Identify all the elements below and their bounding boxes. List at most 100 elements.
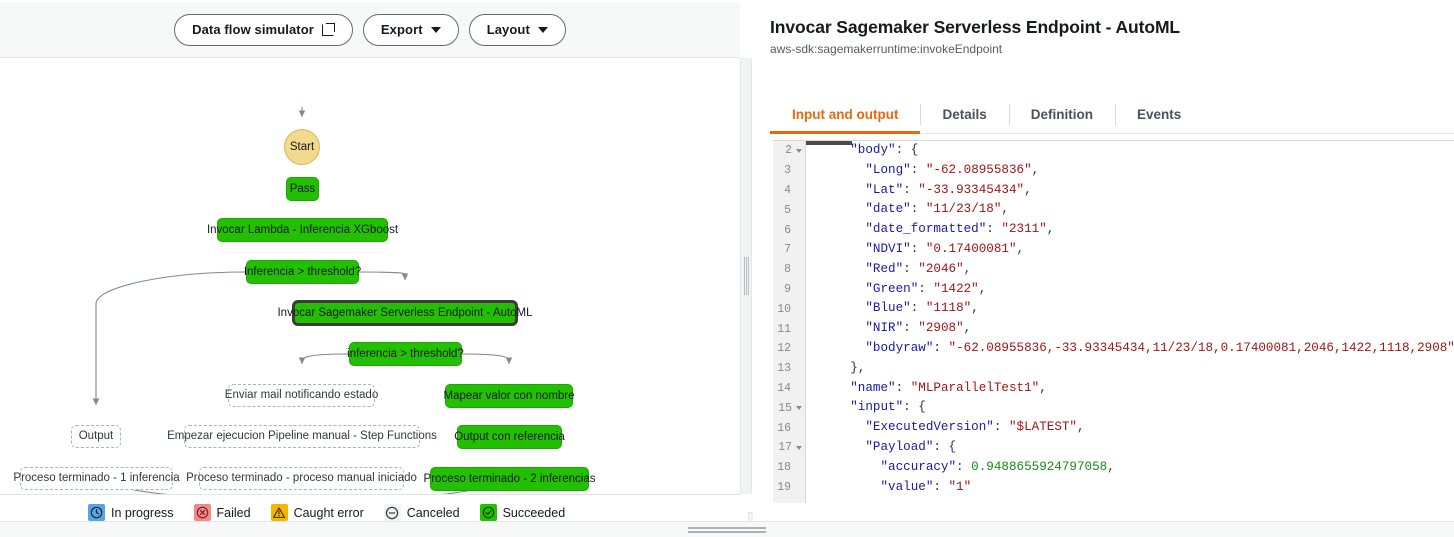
code-line-number: 15 bbox=[773, 398, 805, 418]
code-line: "NDVI": "0.17400081", bbox=[865, 241, 1025, 256]
tab-label: Events bbox=[1137, 107, 1182, 122]
check-circle-icon bbox=[479, 504, 497, 521]
code-line-number: 19 bbox=[773, 478, 805, 498]
legend-item-label: Succeeded bbox=[502, 505, 566, 520]
splitter-grip-icon bbox=[743, 257, 749, 295]
line-number: 10 bbox=[777, 302, 791, 316]
tab-input-and-output[interactable]: Input and output bbox=[770, 96, 921, 134]
code-line: "Green": "1422", bbox=[865, 281, 987, 296]
code-line-number: 8 bbox=[773, 260, 805, 280]
code-line: "date_formatted": "2311", bbox=[865, 222, 1055, 237]
chevron-down-icon bbox=[430, 26, 441, 33]
tab-label: Definition bbox=[1030, 107, 1093, 122]
graph-node-label: Mapear valor con nombre bbox=[443, 389, 575, 402]
line-number: 9 bbox=[784, 282, 791, 296]
code-line-number: 14 bbox=[773, 379, 805, 399]
line-number: 5 bbox=[784, 203, 791, 217]
legend-item-label: Caught error bbox=[293, 505, 364, 520]
code-line: "Red": "2046", bbox=[865, 261, 972, 276]
graph-node-label: Empezar ejecucion Pipeline manual - Step… bbox=[167, 430, 437, 443]
x-circle-icon bbox=[193, 504, 211, 521]
graph-node-label: Output con referencia bbox=[454, 430, 565, 443]
graph-node-label: Enviar mail notificando estado bbox=[224, 389, 379, 402]
code-fold-toggle-icon[interactable] bbox=[796, 406, 802, 411]
export-label: Export bbox=[380, 22, 423, 37]
code-line: "Lat": "-33.93345434", bbox=[865, 182, 1032, 197]
graph-node-label: Invocar Lambda - Inferencia XGboost bbox=[206, 223, 399, 236]
graph-node-outputref[interactable]: Output con referencia bbox=[454, 425, 565, 449]
graph-node-mail[interactable]: Enviar mail notificando estado bbox=[224, 384, 379, 407]
graph-node-label: Proceso terminado - 2 inferencias bbox=[423, 472, 596, 485]
graph-node-label: inferencia > threshold? bbox=[347, 347, 464, 360]
code-line-number: 4 bbox=[773, 181, 805, 201]
code-line-number: 9 bbox=[773, 280, 805, 300]
graph-node-fin1[interactable]: Proceso terminado - 1 inferencia bbox=[13, 467, 180, 490]
graph-node-fin2[interactable]: Proceso terminado - proceso manual inici… bbox=[186, 467, 417, 490]
graph-node-inf1[interactable]: Inferencia > threshold? bbox=[243, 260, 362, 284]
graph-node-label: Start bbox=[289, 140, 315, 153]
code-line: "name": "MLParallelTest1", bbox=[850, 380, 1047, 395]
line-number: 8 bbox=[784, 263, 791, 277]
graph-node-lambda[interactable]: Invocar Lambda - Inferencia XGboost bbox=[207, 218, 398, 242]
code-line: "date": "11/23/18", bbox=[865, 202, 1009, 217]
code-line-number: 13 bbox=[773, 359, 805, 379]
line-number: 6 bbox=[784, 223, 791, 237]
graph-node-pass[interactable]: Pass bbox=[286, 177, 319, 201]
code-line: "input": { bbox=[850, 400, 926, 415]
graph-node-sagemaker[interactable]: Invocar Sagemaker Serverless Endpoint - … bbox=[277, 300, 533, 326]
code-line: "bodyraw": "-62.08955836,-33.93345434,11… bbox=[865, 340, 1454, 355]
export-button[interactable]: Export bbox=[362, 13, 459, 46]
chevron-down-icon bbox=[537, 26, 548, 33]
tab-definition[interactable]: Definition bbox=[1008, 96, 1115, 133]
code-line-number: 11 bbox=[773, 319, 805, 339]
line-number: 12 bbox=[777, 342, 791, 356]
workflow-graph-pane: Data flow simulator Export Layout bbox=[0, 13, 740, 521]
layout-button[interactable]: Layout bbox=[468, 13, 566, 46]
code-line-number: 2 bbox=[773, 141, 805, 161]
state-resource-subtitle: aws-sdk:sagemakerruntime:invokeEndpoint bbox=[770, 42, 1003, 56]
legend-item: Failed bbox=[193, 504, 251, 521]
code-line-number: 16 bbox=[773, 418, 805, 438]
code-line-number: 6 bbox=[773, 220, 805, 240]
graph-node-output[interactable]: Output bbox=[71, 425, 121, 448]
graph-node-label: Proceso terminado - 1 inferencia bbox=[13, 472, 180, 485]
code-line: "Payload": { bbox=[865, 439, 957, 454]
graph-node-start[interactable]: Start bbox=[284, 129, 320, 165]
graph-node-label: Invocar Sagemaker Serverless Endpoint - … bbox=[277, 306, 533, 319]
line-number: 14 bbox=[777, 381, 791, 395]
line-number: 7 bbox=[784, 243, 791, 257]
code-content[interactable]: "body": { "Long": "-62.08955836", "Lat":… bbox=[807, 141, 1454, 503]
graph-node-inf2[interactable]: inferencia > threshold? bbox=[347, 342, 464, 366]
code-line: "ExecutedVersion": "$LATEST", bbox=[865, 420, 1085, 435]
graph-node-pipeline[interactable]: Empezar ejecucion Pipeline manual - Step… bbox=[167, 425, 437, 448]
line-number: 4 bbox=[784, 183, 791, 197]
code-line-number: 18 bbox=[773, 458, 805, 478]
details-tabs: Input and output Details Definition Events bbox=[770, 96, 1454, 134]
code-line: "NIR": "2908", bbox=[865, 321, 972, 336]
code-line: "Blue": "1118", bbox=[865, 301, 979, 316]
tab-details[interactable]: Details bbox=[920, 96, 1008, 133]
legend-item-label: In progress bbox=[111, 505, 174, 520]
code-line: "body": { bbox=[850, 143, 919, 157]
graph-node-fin3[interactable]: Proceso terminado - 2 inferencias bbox=[424, 467, 595, 491]
code-scroll-marker bbox=[806, 141, 852, 145]
code-line-number: 7 bbox=[773, 240, 805, 260]
graph-node-mapear[interactable]: Mapear valor con nombre bbox=[443, 384, 575, 408]
vertical-splitter-handle[interactable] bbox=[740, 58, 752, 494]
external-link-icon bbox=[321, 23, 335, 36]
line-number: 16 bbox=[777, 421, 791, 435]
data-flow-simulator-button[interactable]: Data flow simulator bbox=[174, 13, 353, 46]
graph-node-label: Inferencia > threshold? bbox=[243, 265, 362, 278]
legend-item: In progress bbox=[88, 504, 174, 521]
code-fold-toggle-icon[interactable] bbox=[796, 445, 802, 450]
tab-events[interactable]: Events bbox=[1115, 96, 1203, 133]
code-fold-toggle-icon[interactable] bbox=[796, 148, 802, 153]
horizontal-splitter-handle[interactable] bbox=[0, 521, 1454, 537]
graph-node-label: Output bbox=[78, 430, 114, 443]
tab-label: Details bbox=[942, 107, 987, 122]
data-flow-simulator-label: Data flow simulator bbox=[192, 22, 314, 37]
